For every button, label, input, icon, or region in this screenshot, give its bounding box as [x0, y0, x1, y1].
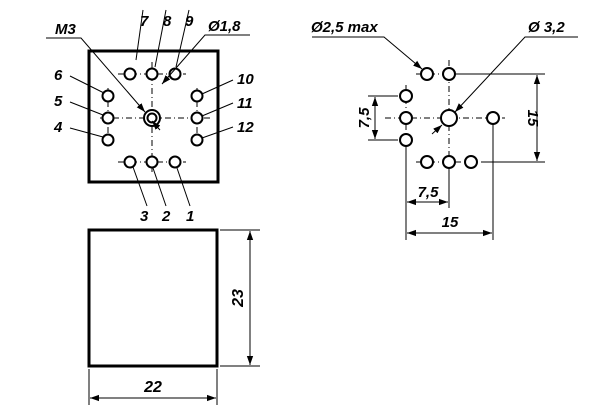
leader-max-hole	[312, 36, 423, 70]
pcb-footprint: 15 7,5 7,5 15 Ø2,5 max Ø 3,2	[311, 19, 578, 240]
leader-diameter-1-8	[161, 34, 250, 85]
leader-pin-9	[175, 9, 190, 68]
side-view: 23 22	[87, 228, 260, 405]
pin-label-5: 5	[54, 93, 63, 110]
pin-10	[190, 89, 204, 103]
relay-body-top-outline	[87, 49, 220, 184]
width-dimension-label: 22	[143, 379, 162, 396]
leader-pin-5	[69, 101, 104, 116]
pin-label-7: 7	[140, 13, 149, 30]
pin-label-1: 1	[186, 208, 194, 225]
pin-7	[123, 67, 137, 81]
leader-pin-11	[201, 102, 234, 117]
pin-label-9: 9	[185, 13, 194, 30]
footprint-hole-bottom-right	[464, 155, 478, 169]
footprint-hole-left-middle	[399, 111, 413, 125]
leader-pin-8	[154, 9, 167, 68]
footprint-hole-bottom-center	[442, 155, 456, 169]
leader-pin-12	[201, 126, 234, 139]
pin-hole-diameter-label: Ø1,8	[208, 18, 241, 35]
max-hole-diameter-label: Ø2,5 max	[311, 19, 378, 36]
pin-5	[101, 111, 115, 125]
horizontal-half-pitch-label: 7,5	[418, 184, 440, 201]
leader-pin-3	[132, 166, 148, 207]
pin-label-3: 3	[140, 208, 149, 225]
pin-label-10: 10	[237, 71, 254, 88]
center-hole-diameter-label: Ø 3,2	[528, 19, 565, 36]
leader-center-hole	[454, 36, 578, 113]
pin-2	[145, 155, 159, 169]
relay-body-side-outline	[87, 228, 219, 368]
height-dimension-label: 23	[230, 289, 247, 308]
leader-m3	[46, 37, 146, 113]
leader-pin-10	[201, 79, 234, 95]
pin-label-2: 2	[161, 208, 171, 225]
footprint-center-hole	[440, 109, 458, 127]
horizontal-pitch-label: 15	[442, 214, 459, 231]
pin-label-4: 4	[53, 119, 63, 136]
leader-m3-arrow-2	[151, 120, 161, 131]
pin-8	[145, 67, 159, 81]
pin-4	[101, 133, 115, 147]
pin-6	[101, 89, 115, 103]
leader-pin-4	[69, 127, 104, 138]
footprint-hole-bottom-left	[420, 155, 434, 169]
vertical-pitch-label: 15	[524, 110, 541, 127]
leader-pin-1	[176, 167, 191, 207]
pin-label-12: 12	[237, 119, 254, 136]
top-view: M3 Ø1,8 7 8 9 6 5 4 10 11 12 3 2 1	[46, 9, 254, 225]
pin-3	[123, 155, 137, 169]
leader-center-hole-arrow-2	[431, 124, 443, 135]
leader-pin-6	[69, 75, 105, 94]
footprint-hole-top-left	[420, 67, 434, 81]
footprint-hole-right	[486, 111, 500, 125]
pin-12	[190, 133, 204, 147]
pin-label-6: 6	[54, 67, 63, 84]
footprint-hole-left-lower	[399, 133, 413, 147]
footprint-hole-left-upper	[399, 89, 413, 103]
pin-label-8: 8	[163, 13, 172, 30]
leader-pin-2	[152, 167, 167, 207]
footprint-hole-top-center	[442, 67, 456, 81]
leader-pin-7	[135, 9, 144, 61]
pin-label-11: 11	[237, 95, 253, 112]
pin-11	[190, 111, 204, 125]
pin-1	[168, 155, 182, 169]
vertical-half-pitch-label: 7,5	[356, 107, 373, 129]
screw-label: M3	[55, 21, 76, 38]
